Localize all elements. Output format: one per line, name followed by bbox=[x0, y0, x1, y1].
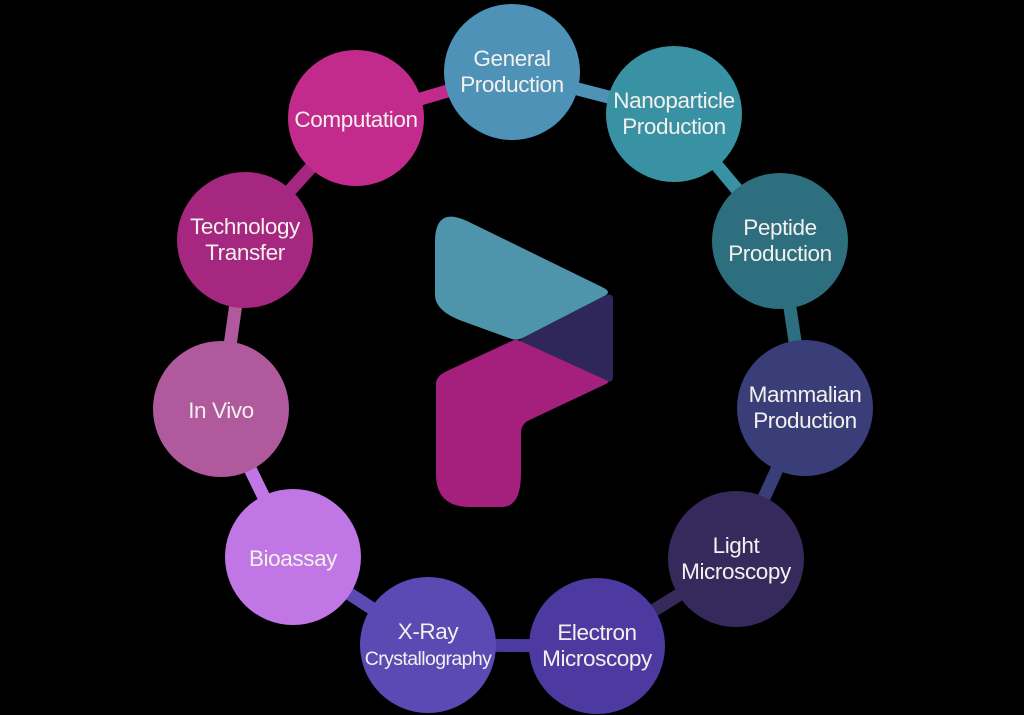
node-label-bioassay: Bioassay bbox=[249, 546, 338, 571]
center-logo-f-icon bbox=[435, 216, 613, 507]
node-label-line: Technology bbox=[190, 214, 301, 239]
node-label-line: Mammalian bbox=[749, 382, 862, 407]
node-label-line: Microscopy bbox=[681, 559, 792, 584]
logo-navy-overlap-triangle bbox=[520, 294, 613, 382]
node-circle-in-vivo bbox=[153, 341, 289, 477]
node-label-line: Crystallography bbox=[365, 648, 492, 670]
node-label-line: Microscopy bbox=[542, 646, 653, 671]
node-circle-peptide-production bbox=[712, 173, 848, 309]
logo-magenta-stem bbox=[436, 340, 609, 507]
node-circle-light-microscopy bbox=[668, 491, 804, 627]
node-label-line: X-Ray bbox=[398, 619, 460, 644]
node-label-line: General bbox=[473, 46, 550, 71]
node-circle-nanoparticle-production bbox=[606, 46, 742, 182]
node-bioassay: Bioassay bbox=[225, 489, 361, 625]
node-label-line: Production bbox=[622, 114, 726, 139]
node-circle-general-production bbox=[444, 4, 580, 140]
node-label-line: Transfer bbox=[205, 240, 286, 265]
node-label-line: Light bbox=[713, 533, 761, 558]
logo-teal-chevron bbox=[435, 216, 609, 340]
node-label-line: Production bbox=[753, 408, 857, 433]
node-label-line: In Vivo bbox=[188, 398, 254, 423]
node-circle-mammalian-production bbox=[737, 340, 873, 476]
node-label-line: Peptide bbox=[743, 215, 817, 240]
node-label-line: Computation bbox=[294, 107, 417, 132]
node-computation: Computation bbox=[288, 50, 424, 186]
node-label-line: Electron bbox=[557, 620, 636, 645]
node-label-in-vivo: In Vivo bbox=[188, 398, 254, 423]
node-circle-computation bbox=[288, 50, 424, 186]
node-label-computation: Computation bbox=[294, 107, 417, 132]
node-circle-electron-microscopy bbox=[529, 578, 665, 714]
node-in-vivo: In Vivo bbox=[153, 341, 289, 477]
node-circle-bioassay bbox=[225, 489, 361, 625]
node-label-line: Nanoparticle bbox=[613, 88, 735, 113]
node-circle-technology-transfer bbox=[177, 172, 313, 308]
node-label-line: Bioassay bbox=[249, 546, 338, 571]
node-circle-x-ray-crystallography bbox=[360, 577, 496, 713]
node-label-line: Production bbox=[728, 241, 832, 266]
node-label-line: Production bbox=[460, 72, 564, 97]
